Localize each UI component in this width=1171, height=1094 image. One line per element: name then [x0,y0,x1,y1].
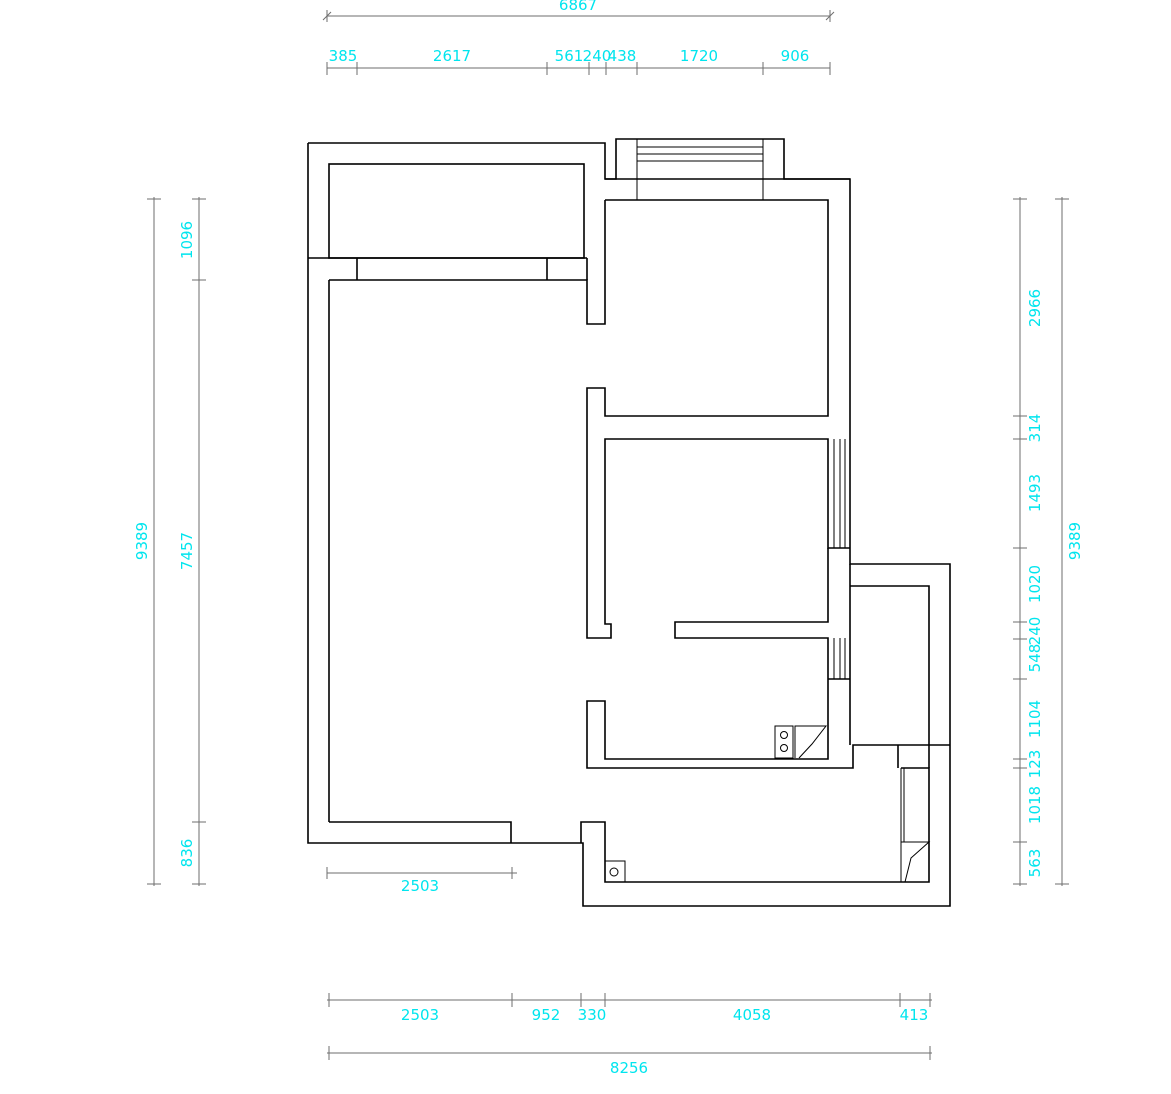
right-total-label: 9389 [1066,522,1084,560]
top-seg-label: 385 [329,47,358,65]
bottom-seg-label: 413 [900,1006,929,1024]
top-seg-label: 906 [781,47,810,65]
bottom-seg-label: 952 [532,1006,561,1024]
bedroom1-inner-wall [586,199,850,639]
right-seg-label: 1493 [1026,474,1044,512]
right-seg-label: 548 [1026,644,1044,673]
right-seg-label: 1104 [1026,700,1044,738]
left-seg-label: 1096 [178,221,196,259]
bottom-seg-label: 2503 [401,1006,439,1024]
right-seg-label: 563 [1026,849,1044,878]
inner-bottom-label: 2503 [401,877,439,895]
top-seg-label: 240 [583,47,612,65]
right-seg-label: 1018 [1026,786,1044,824]
stove-icon [774,725,794,759]
shower-corner-icon [900,841,931,883]
right-window-upper [833,439,846,548]
dimension-lines [147,10,1069,1060]
top-window [605,139,850,200]
top-seg-label: 438 [608,47,637,65]
right-seg-label: 314 [1026,414,1044,443]
right-window-lower [828,638,850,680]
top-left-balcony [328,163,585,259]
dimension-labels: 6867 385 2617 561 240 438 1720 906 9389 … [133,0,1084,1077]
right-seg-label: 240 [1026,617,1044,646]
bottom-seg-label: 4058 [733,1006,771,1024]
top-total-label: 6867 [559,0,597,14]
left-seg-label: 7457 [178,532,196,570]
left-seg-label: 836 [178,839,196,868]
annex-inner-wall [850,585,930,745]
bedroom2-partition [674,548,829,679]
kitchen-wall [586,679,950,769]
outer-wall [307,138,951,907]
right-seg-label: 2966 [1026,289,1044,327]
top-seg-label: 2617 [433,47,471,65]
living-bottom-wall [329,821,512,843]
top-seg-label: 1720 [680,47,718,65]
bottom-seg-label: 330 [578,1006,607,1024]
walls [307,138,951,907]
bottom-total-label: 8256 [610,1059,648,1077]
top-seg-label: 561 [555,47,584,65]
living-inner-wall [329,200,606,325]
floor-drain-icon [604,860,626,883]
right-seg-label: 1020 [1026,565,1044,603]
left-total-label: 9389 [133,522,151,560]
sink-icon [794,725,828,759]
right-seg-label: 123 [1026,750,1044,779]
bathroom-wall [580,767,930,883]
